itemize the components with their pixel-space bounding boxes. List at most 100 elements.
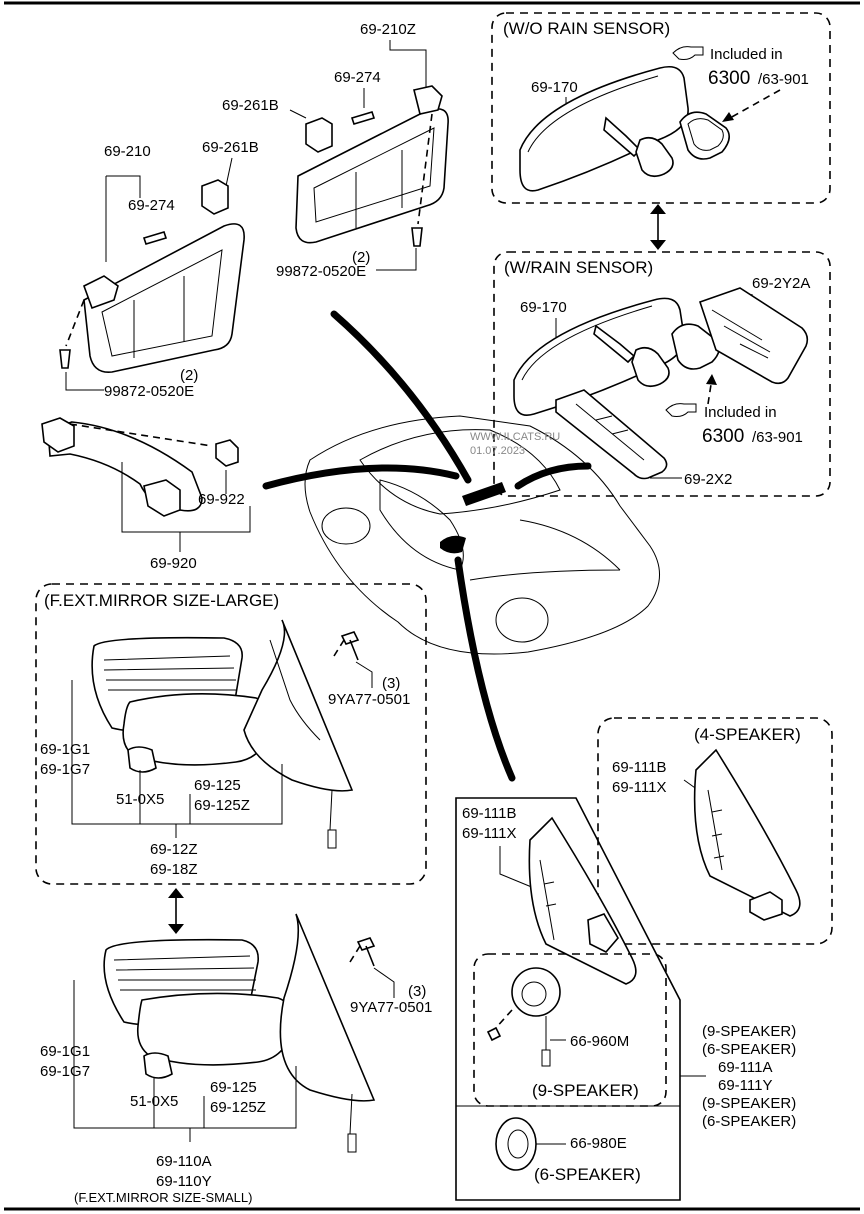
mirror-small-title: (F.EXT.MIRROR SIZE-SMALL) xyxy=(74,1190,252,1205)
sv-left-hinge xyxy=(83,275,119,310)
rain-sensor-detail xyxy=(711,309,771,359)
assist-clip xyxy=(215,439,239,467)
mirror-large-d: 69-125 xyxy=(194,777,241,794)
assist-clip-label: 69-922 xyxy=(198,491,245,508)
mirror-large-box xyxy=(35,583,427,885)
included-in-label-2: Included in xyxy=(704,404,777,421)
rain-sensor-label: 69-2Y2A xyxy=(752,275,810,292)
car-visor-mark xyxy=(462,482,506,506)
sv-right-clip xyxy=(305,117,333,153)
assist-grip-group: 69-922 69-920 xyxy=(41,417,251,572)
sv-right-screw-label: 99872-0520E xyxy=(276,263,366,280)
included-arrowhead-2 xyxy=(706,374,717,385)
mirror-large-a: 69-1G1 xyxy=(40,741,90,758)
wo-rain-cover xyxy=(679,111,730,160)
wo-rain-sensor-title: (W/O RAIN SENSOR) xyxy=(503,19,670,38)
included-in-label: Included in xyxy=(710,46,783,63)
mirror-large-arm xyxy=(269,639,321,741)
w-mirror-label: 69-170 xyxy=(520,299,567,316)
included-in-number: 6300 xyxy=(708,68,750,89)
sunvisor-right-group: 69-210Z 69-274 69-261B (2) 99872-0520E xyxy=(222,21,449,280)
mirror-small-bolt-qty: (3) xyxy=(408,983,426,1000)
tweeter-9-screw-line xyxy=(493,1009,513,1031)
four-speaker-a: 69-111B xyxy=(612,759,667,776)
mirror-small-glass xyxy=(136,992,294,1066)
mirror-small-bolt-label: 9YA77-0501 xyxy=(350,999,432,1016)
speaker-main-trim xyxy=(528,816,637,985)
mirror-large-bolt-leader xyxy=(333,639,345,657)
car-window xyxy=(379,479,464,571)
sv-left-p3-leader xyxy=(225,157,233,187)
mirror-large-bracket xyxy=(71,680,283,825)
wo-mirror-label: 69-170 xyxy=(531,79,578,96)
rain-sensor-unit xyxy=(698,287,809,385)
tweeter-6-speaker xyxy=(495,1117,537,1171)
four-speaker-clip xyxy=(749,891,783,921)
four-speaker-group: (4-SPEAKER) 69-111B 69-111X xyxy=(597,717,833,945)
speaker-main-leader xyxy=(499,846,535,889)
four-speaker-trim xyxy=(693,748,801,917)
mirror-large-cable xyxy=(327,789,337,849)
sv-left-bracket xyxy=(105,175,141,262)
tweeter-9-speaker xyxy=(511,967,561,1017)
assist-label: 69-920 xyxy=(150,555,197,572)
sunvisor-right xyxy=(295,108,449,244)
sv-left-screw-leader xyxy=(65,299,85,347)
w-mirror-glass-edge xyxy=(521,305,653,381)
mirror-small-e: 69-125Z xyxy=(210,1099,266,1116)
mirror-small-bracket xyxy=(73,980,297,1129)
mirror-small-b: 69-1G7 xyxy=(40,1063,90,1080)
swap-arrow-rain xyxy=(650,204,666,250)
mirror-small-group: (3) 9YA77-0501 69-1G1 69-1G7 51-0X5 69-1… xyxy=(40,913,432,1205)
assist-bracket xyxy=(121,462,251,533)
sv-right-screw xyxy=(411,227,423,247)
sunvisor-left xyxy=(83,223,245,373)
wo-rain-cover-inner xyxy=(687,118,724,151)
four-speaker-b: 69-111X xyxy=(612,779,667,796)
four-speaker-box xyxy=(597,717,833,945)
sv-left-pin xyxy=(142,231,168,245)
car-group: WWW.ILCATS.RU 01.07.2023 xyxy=(262,310,660,782)
mirror-small-housing-ribs xyxy=(113,955,256,991)
sv-right-p1: 69-210Z xyxy=(360,21,416,38)
car-hood xyxy=(469,519,621,581)
car-wheel-rear xyxy=(321,507,371,545)
mirror-large-e: 69-125Z xyxy=(194,797,250,814)
car-mirror-mark xyxy=(440,535,466,554)
four-speaker-trim-inner xyxy=(707,789,725,871)
wo-rain-sensor-box xyxy=(491,12,831,204)
sv-left-screw-label: 99872-0520E xyxy=(104,383,194,400)
mirror-large-bolt-line xyxy=(355,661,373,688)
mirror-small-shell xyxy=(279,913,376,1102)
assist-grip-end-left xyxy=(41,417,75,453)
mirror-large-housing-ribs xyxy=(103,655,236,691)
mirror-large-bolt-qty: (3) xyxy=(382,675,400,692)
speaker-main-trim-inner xyxy=(539,859,557,941)
watermark-date: 01.07.2023 xyxy=(470,445,525,457)
pointing-hand-icon xyxy=(672,46,704,60)
speaker-main-c: 66-960M xyxy=(570,1033,629,1050)
pointer-to-mirror xyxy=(514,462,592,490)
sv-right-screw-leader xyxy=(417,113,433,225)
mirror-large-bolt xyxy=(340,631,360,661)
pointing-hand-icon-2 xyxy=(665,403,697,417)
mirror-small-bolt xyxy=(356,937,376,967)
included-arrow-2 xyxy=(707,377,713,405)
sunvisor-left-group: 69-210 69-274 69-261B (2) 99872-0520E xyxy=(59,139,259,400)
sunvisor-left-inner xyxy=(101,249,223,358)
mirror-large-lamp xyxy=(127,746,157,773)
assist-grip-end-right xyxy=(143,479,181,517)
six-speaker-title: (6-SPEAKER) xyxy=(534,1165,641,1184)
tweeter-9-wire xyxy=(541,1016,551,1067)
speaker-note-6: (6-SPEAKER) xyxy=(702,1113,796,1130)
included-arrowhead xyxy=(722,112,734,122)
sv-right-p3-leader xyxy=(289,109,307,119)
sv-left-p3: 69-261B xyxy=(202,139,259,156)
mirror-small-f: 69-110A xyxy=(156,1153,212,1170)
sv-left-p1: 69-210 xyxy=(104,143,151,160)
sunvisor-right-inner xyxy=(313,127,435,228)
car-roof xyxy=(359,429,561,515)
w-rain-sensor-box xyxy=(493,251,831,497)
mirror-cover-detail xyxy=(575,403,645,461)
